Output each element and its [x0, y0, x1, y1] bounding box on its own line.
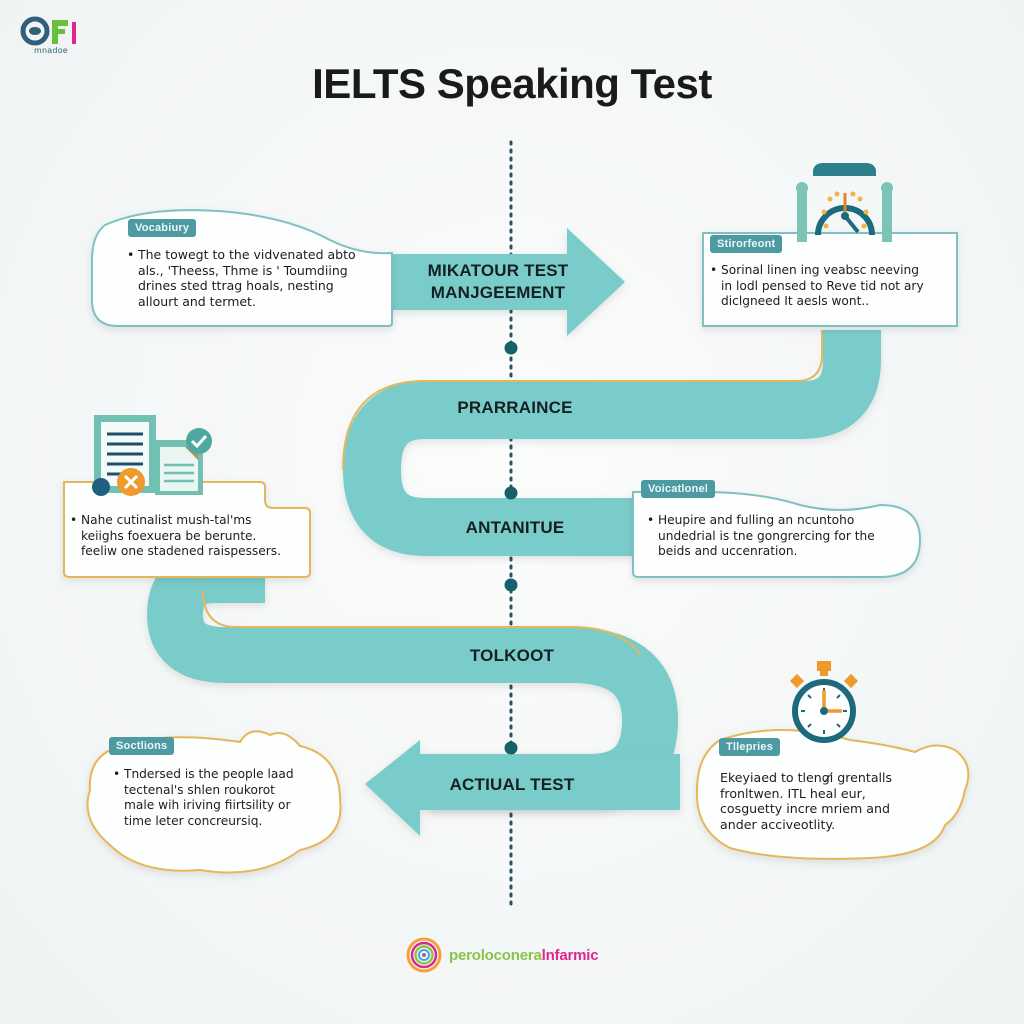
arrow-right-band — [385, 228, 625, 336]
document-checklist-icon — [92, 415, 212, 496]
stopwatch-with-people-icon — [796, 163, 893, 242]
sections-text: • Tndersed is the people laad tectenal's… — [113, 767, 334, 829]
step-label-line1: MIKATOUR TEST — [427, 261, 569, 280]
bullet-icon: • — [647, 513, 655, 527]
documents-text: • Nahe cutinalist mush-tal'ms keiighs fo… — [70, 513, 309, 560]
logo-subtitle: mnadoe — [34, 46, 68, 55]
text-line: time leter concreursiq. — [124, 813, 263, 828]
text-line: Sorinal linen ing veabsc neeving — [721, 263, 919, 277]
text-line: beids and uccenration. — [658, 544, 798, 558]
bullet-icon: • — [113, 767, 121, 781]
step-label-actual-test: ACTIUAL TEST — [449, 775, 575, 794]
arrow-left-band — [365, 740, 680, 836]
text-line: diclgneed It aesls wont.. — [721, 294, 870, 308]
step-label-antanitue: ANTANITUE — [465, 518, 565, 537]
brand-name: peroloconeralnfarmic — [449, 946, 599, 964]
timeline-dot — [504, 578, 518, 592]
text-line: drines sted ttrag hoals, nesting — [138, 278, 334, 293]
brand-name-part2: lnfarmic — [541, 946, 599, 964]
step-label-prarraince: PRARRAINCE — [457, 398, 573, 417]
step-label-management: MIKATOUR TEST MANJGEEMENT — [398, 260, 598, 304]
vocational-card-shape — [632, 491, 922, 578]
step-label-line2: MANJGEEMENT — [430, 283, 566, 302]
structure-tag: Stirorfeont — [710, 235, 783, 253]
footer-brand: peroloconeralnfarmic — [405, 935, 599, 975]
documents-card-shape — [63, 481, 311, 578]
bullet-icon: • — [70, 513, 78, 527]
vocabulary-tag: Vocabiury — [128, 219, 197, 237]
timeline-dot — [504, 341, 518, 355]
vocabulary-card-shape — [91, 209, 393, 327]
text-line: cosguetty incre mriem and — [720, 801, 890, 816]
vocational-text: • Heupire and fulling an ncuntoho undedr… — [647, 513, 918, 560]
sections-card-shape — [86, 730, 342, 874]
text-line: ander acciveotlity. — [720, 816, 836, 832]
vocabulary-text: • The towegt to the vidvenated abto als.… — [127, 247, 388, 309]
sections-tag: Soctlions — [109, 737, 175, 755]
text-line: Heupire and fulling an ncuntoho — [658, 513, 855, 527]
tiepries-text: Ekeyiaed to tlengi̸ grentalls fronltwen.… — [720, 770, 950, 832]
text-line: undedrial is tne gongrercing for the — [658, 528, 875, 543]
tiepries-card-shape — [695, 729, 970, 860]
text-line: Tndersed is the people laad — [124, 767, 294, 781]
text-line: The towegt to the vidvenated abto — [138, 247, 356, 262]
globe-logo-icon — [20, 16, 76, 46]
text-line: fronltwen. ITL heal eur, — [720, 785, 866, 801]
text-line: male wih iriving fiirtsility or — [124, 798, 291, 812]
text-line: Nahe cutinalist mush-tal'ms — [81, 513, 252, 527]
text-line: feeliw one stadened raispessers. — [81, 544, 281, 558]
spiral-rainbow-logo-icon — [406, 937, 442, 973]
stopwatch-icon — [789, 661, 859, 743]
brand-name-part1: peroloconera — [449, 946, 542, 964]
text-line: als., 'Theess, Thme is ' Toumdiing — [138, 262, 348, 278]
page-title: IELTS Speaking Test — [312, 60, 712, 107]
text-line: tectenal's shlen roukorot — [124, 782, 275, 797]
publisher-logo: mnadoe — [20, 14, 90, 58]
structure-text: • Sorinal linen ing veabsc neeving in lo… — [710, 263, 955, 310]
bullet-icon: • — [127, 247, 135, 262]
text-line: allourt and termet. — [138, 293, 256, 309]
timeline-dot — [504, 486, 518, 500]
timeline-dot — [504, 741, 518, 755]
text-line: Ekeyiaed to tlengi̸ grentalls — [720, 770, 893, 785]
bullet-icon: • — [710, 263, 718, 277]
text-line: in lodl pensed to Reve tid not ary — [721, 278, 924, 293]
vocational-tag: Voicatlonel — [641, 480, 716, 498]
tiepries-tag: Tllepries — [719, 738, 781, 756]
step-label-tolkoot: TOLKOOT — [469, 646, 555, 665]
text-line: keiighs foexuera be berunte. — [81, 528, 257, 543]
